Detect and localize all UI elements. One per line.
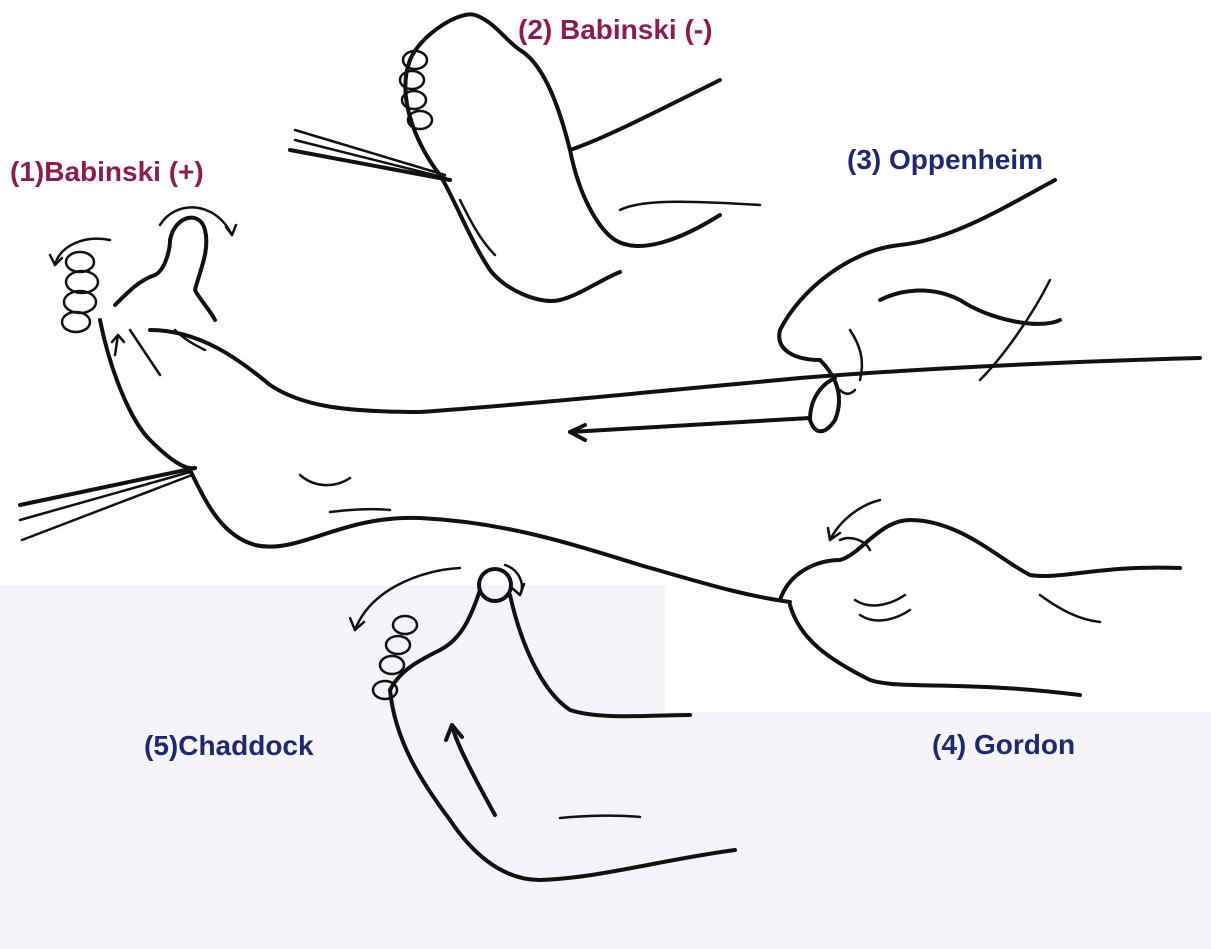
chaddock-foot	[350, 565, 735, 880]
toe-4	[62, 312, 90, 332]
toe-5a	[393, 616, 417, 634]
main-leg	[150, 330, 1200, 602]
toe-3	[64, 291, 96, 313]
sole-arrow	[112, 335, 124, 355]
babinski-negative-foot	[290, 14, 760, 301]
toe-2	[66, 271, 98, 293]
toe-b	[400, 71, 424, 89]
big-toe-circle	[479, 569, 511, 601]
chaddock-top-arrow	[355, 568, 460, 630]
chaddock-arrow	[452, 725, 495, 815]
stimulus-pin-heel	[20, 468, 195, 540]
toe-1	[66, 252, 94, 272]
label-chaddock: (5)Chaddock	[144, 732, 314, 760]
label-gordon: (4) Gordon	[932, 731, 1075, 759]
big-toe-up-arrow	[160, 207, 232, 235]
oppenheim-arrow	[570, 418, 810, 432]
leg-top-contour	[150, 330, 1200, 412]
leg-bottom-contour	[190, 470, 790, 602]
toe-5d	[373, 681, 397, 699]
heel-crease	[300, 475, 350, 485]
ankle-mark	[330, 509, 390, 512]
label-babinski-positive: (1)Babinski (+)	[10, 158, 204, 186]
babinski-positive-foot	[50, 207, 236, 468]
label-oppenheim: (3) Oppenheim	[847, 146, 1043, 174]
toe-5b	[386, 636, 410, 654]
toe-5c	[380, 656, 404, 674]
gordon-hand	[780, 500, 1180, 695]
oppenheim-hand	[570, 180, 1060, 440]
label-babinski-negative: (2) Babinski (-)	[518, 16, 712, 44]
